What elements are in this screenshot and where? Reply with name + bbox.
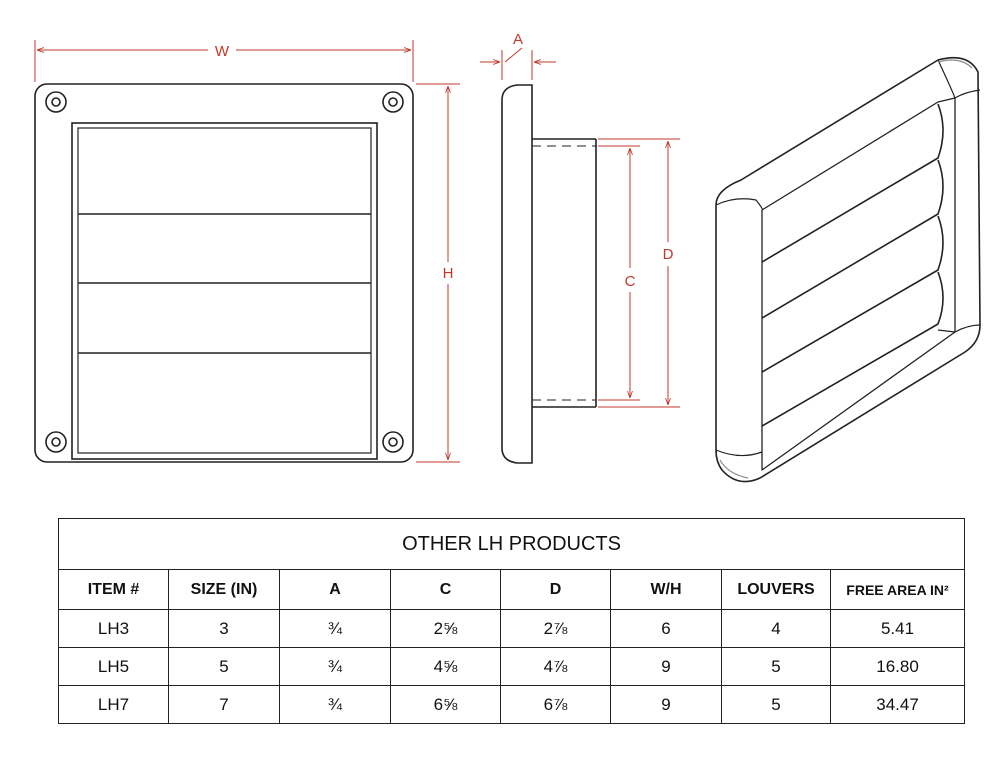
header-d: D (500, 569, 611, 610)
header-a: A (279, 569, 391, 610)
cell-a: ¾ (279, 609, 391, 648)
table-header-row: ITEM # SIZE (IN) A C D W/H LOUVERS FREE … (58, 569, 966, 610)
cell-c: 6⅝ (390, 685, 501, 724)
isometric-view (715, 56, 981, 483)
technical-drawing: W H A C D (34, 31, 981, 483)
iso-louver (761, 271, 944, 427)
height-label: H (443, 265, 454, 282)
iso-louver (761, 103, 944, 263)
table-title: OTHER LH PRODUCTS (57, 518, 966, 570)
iso-corner (954, 324, 981, 333)
cell-size: 3 (168, 609, 280, 648)
cell-wh: 9 (610, 647, 722, 686)
iso-highlights (719, 59, 973, 479)
cell-item: LH7 (58, 685, 169, 724)
outer-label: D (663, 246, 674, 263)
side-flange (501, 84, 533, 464)
table-row: LH3 3 ¾ 2⅝ 2⅞ 6 4 5.41 (58, 609, 966, 648)
table-row: LH5 5 ¾ 4⅝ 4⅞ 9 5 16.80 (58, 647, 966, 686)
side-view (501, 84, 597, 464)
inner-label: C (625, 273, 636, 290)
front-view (34, 83, 414, 463)
depth-label: A (513, 31, 523, 48)
cell-a: ¾ (279, 647, 391, 686)
header-size: SIZE (IN) (168, 569, 280, 610)
iso-louver (761, 215, 944, 373)
cell-free-area: 16.80 (829, 647, 966, 686)
screw-hole-icon (382, 91, 404, 113)
louver-panel (77, 127, 372, 454)
cell-d: 2⅞ (500, 609, 611, 648)
outer-dimension (598, 138, 680, 408)
cell-item: LH5 (58, 647, 169, 686)
header-c: C (390, 569, 501, 610)
iso-edge (937, 329, 956, 333)
iso-frame-outer (715, 56, 981, 483)
header-item: ITEM # (58, 569, 169, 610)
table-row: LH7 7 ¾ 6⅝ 6⅞ 9 5 34.47 (58, 685, 966, 724)
cell-size: 7 (168, 685, 280, 724)
louver-opening (71, 122, 378, 460)
cell-louvers: 4 (721, 609, 831, 648)
height-dimension (416, 83, 460, 463)
iso-corner (715, 449, 763, 457)
screw-hole-icon (382, 431, 404, 453)
cell-louvers: 5 (721, 685, 831, 724)
cell-d: 4⅞ (500, 647, 611, 686)
cell-wh: 9 (610, 685, 722, 724)
header-louvers: LOUVERS (721, 569, 831, 610)
front-frame (34, 83, 414, 463)
inner-dimension (598, 145, 640, 401)
width-dimension (34, 40, 414, 82)
cell-wh: 6 (610, 609, 722, 648)
header-wh: W/H (610, 569, 722, 610)
cell-c: 4⅝ (390, 647, 501, 686)
cell-louvers: 5 (721, 647, 831, 686)
screw-hole-icon (45, 431, 67, 453)
cell-c: 2⅝ (390, 609, 501, 648)
product-table: OTHER LH PRODUCTS ITEM # SIZE (IN) A C D… (57, 518, 966, 724)
cell-size: 5 (168, 647, 280, 686)
cell-d: 6⅞ (500, 685, 611, 724)
cell-a: ¾ (279, 685, 391, 724)
iso-louver (761, 159, 944, 319)
iso-corner (937, 59, 981, 99)
iso-frame-inner (761, 97, 956, 471)
depth-dimension (480, 47, 556, 80)
cell-free-area: 5.41 (829, 609, 966, 648)
cell-item: LH3 (58, 609, 169, 648)
iso-top-cap (715, 198, 763, 211)
screw-hole-icon (45, 91, 67, 113)
width-label: W (215, 43, 230, 60)
header-free-area: FREE AREA IN² (829, 569, 966, 610)
cell-free-area: 34.47 (829, 685, 966, 724)
